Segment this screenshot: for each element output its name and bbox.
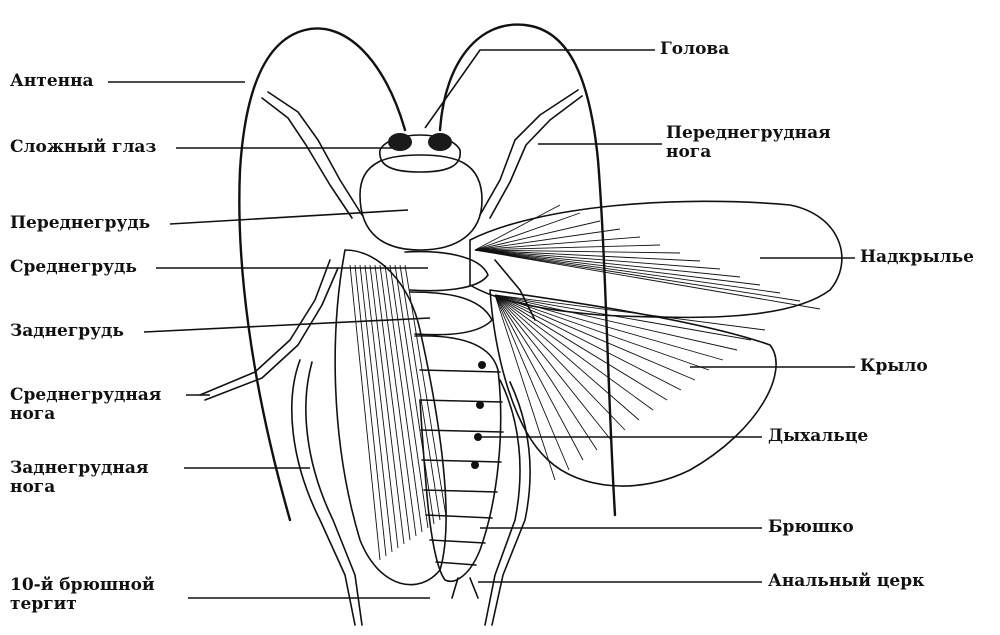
spiracle-2	[476, 401, 484, 409]
wing-vein	[495, 295, 583, 460]
pronotum-shape	[360, 155, 482, 250]
label-tergite: 10-й брюшной тергит	[10, 576, 155, 614]
right-fore-leg	[480, 90, 582, 218]
left-elytron-vein	[390, 265, 428, 528]
right-mid-leg	[495, 260, 535, 320]
label-tergite-line1: 10-й брюшной	[10, 576, 155, 595]
left-elytron-vein	[395, 265, 434, 524]
label-hind-leg: Заднегрудная нога	[10, 459, 148, 497]
elytron-vein	[475, 250, 760, 285]
elytron-vein	[475, 205, 560, 250]
label-mid-leg-line1: Среднегрудная	[10, 386, 161, 405]
mesothorax-shape	[405, 252, 488, 291]
wing-vein	[495, 295, 597, 450]
right-hind-leg	[485, 380, 530, 625]
label-fore-leg-line2: нога	[666, 143, 831, 162]
label-mesothorax: Среднегрудь	[10, 258, 137, 277]
label-metathorax: Заднегрудь	[10, 322, 124, 341]
left-hind-leg	[292, 360, 362, 625]
label-mid-leg-line2: нога	[10, 405, 161, 424]
label-head: Голова	[660, 40, 729, 59]
elytron-vein	[475, 221, 600, 250]
label-elytron: Надкрылье	[860, 248, 974, 267]
elytron-vein	[475, 250, 780, 293]
abdomen-outline	[415, 336, 501, 581]
leader-metathorax	[144, 318, 430, 332]
metathorax-shape	[410, 292, 492, 335]
label-antenna: Антенна	[10, 72, 94, 91]
label-cercus: Анальный церк	[768, 572, 924, 591]
label-tergite-line2: тергит	[10, 595, 155, 614]
right-compound-eye	[428, 133, 452, 151]
label-prothorax: Переднегрудь	[10, 214, 150, 233]
label-compound-eye: Сложный глаз	[10, 138, 156, 157]
label-wing: Крыло	[860, 357, 928, 376]
label-hind-leg-line2: нога	[10, 478, 148, 497]
leader-prothorax	[170, 210, 408, 224]
wing-vein	[495, 295, 737, 350]
left-mid-leg	[200, 260, 338, 400]
spiracle-1	[478, 361, 486, 369]
label-mid-leg: Среднегрудная нога	[10, 386, 161, 424]
label-fore-leg: Переднегрудная нога	[666, 124, 831, 162]
label-spiracle: Дыхальце	[768, 427, 868, 446]
left-fore-leg	[262, 92, 362, 218]
elytron-vein	[475, 250, 720, 269]
spiracle-4	[471, 461, 479, 469]
left-elytron-vein	[400, 265, 440, 520]
label-fore-leg-line1: Переднегрудная	[666, 124, 831, 143]
wing-vein	[495, 295, 709, 370]
label-abdomen: Брюшко	[768, 518, 854, 537]
wing-vein	[495, 295, 611, 440]
label-hind-leg-line1: Заднегрудная	[10, 459, 148, 478]
